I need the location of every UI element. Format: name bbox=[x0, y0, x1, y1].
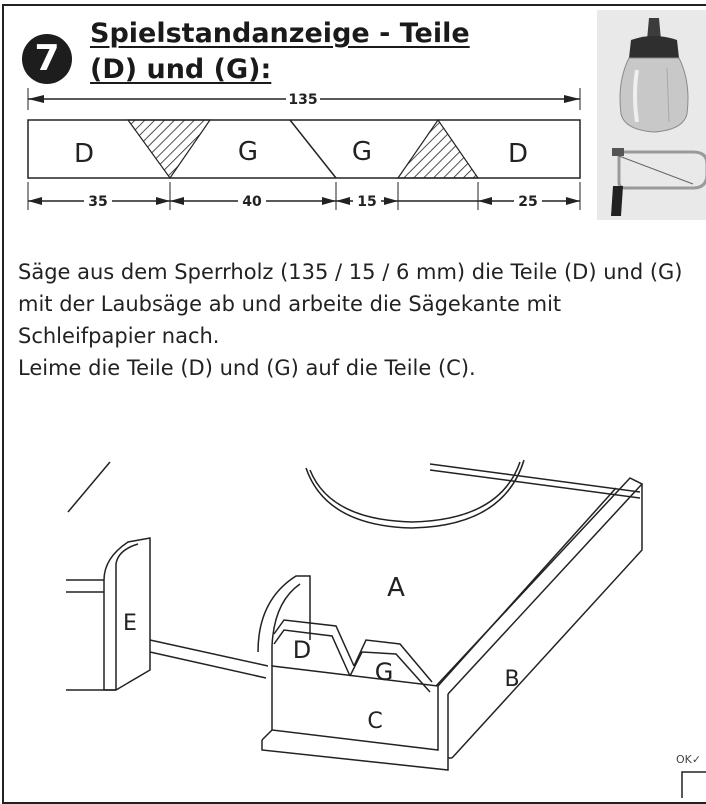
assembly-drawing: A B C D E G bbox=[66, 459, 644, 771]
fret-saw-icon bbox=[611, 148, 706, 216]
instruction-paragraph-2: Leime die Teile (D) und (G) auf die Teil… bbox=[18, 356, 476, 380]
tools-panel bbox=[597, 10, 706, 220]
total-length-dimension: 135 bbox=[27, 88, 581, 110]
step-title-line-2: (D) und (G): bbox=[90, 54, 272, 85]
cutting-plan-diagram: 135 D G G D 35 40 15 25 bbox=[27, 88, 581, 210]
step-title-line-1: Spielstandanzeige - Teile bbox=[90, 18, 470, 49]
part-label-g-left: G bbox=[238, 137, 258, 167]
assembly-label-g: G bbox=[375, 658, 394, 686]
glue-bottle-icon bbox=[619, 18, 689, 133]
waste-triangle-right bbox=[396, 118, 480, 179]
assembly-label-c: C bbox=[367, 709, 382, 734]
waste-triangle-left bbox=[126, 119, 212, 180]
dimension-label-25: 25 bbox=[518, 194, 537, 210]
instruction-paragraph-1: Säge aus dem Sperrholz (135 / 15 / 6 mm)… bbox=[18, 260, 683, 348]
ok-checkbox-label: OK✓ bbox=[676, 753, 701, 766]
assembly-label-e: E bbox=[123, 611, 137, 636]
part-label-g-right: G bbox=[352, 137, 372, 167]
assembly-label-d: D bbox=[293, 636, 311, 664]
dimension-label-15: 15 bbox=[357, 194, 376, 210]
ok-checkbox[interactable]: OK✓ bbox=[670, 752, 706, 800]
assembly-label-b: B bbox=[504, 667, 519, 692]
assembly-label-a: A bbox=[387, 573, 405, 603]
total-length-label: 135 bbox=[288, 92, 317, 108]
plywood-strip: D G G D bbox=[27, 118, 581, 180]
dimension-label-40: 40 bbox=[242, 194, 262, 210]
part-label-d-left: D bbox=[74, 139, 94, 169]
dimension-label-35: 35 bbox=[88, 194, 107, 210]
part-label-d-right: D bbox=[508, 139, 528, 169]
step-number-badge: 7 bbox=[22, 34, 72, 84]
instructions-text: Säge aus dem Sperrholz (135 / 15 / 6 mm)… bbox=[18, 256, 702, 384]
